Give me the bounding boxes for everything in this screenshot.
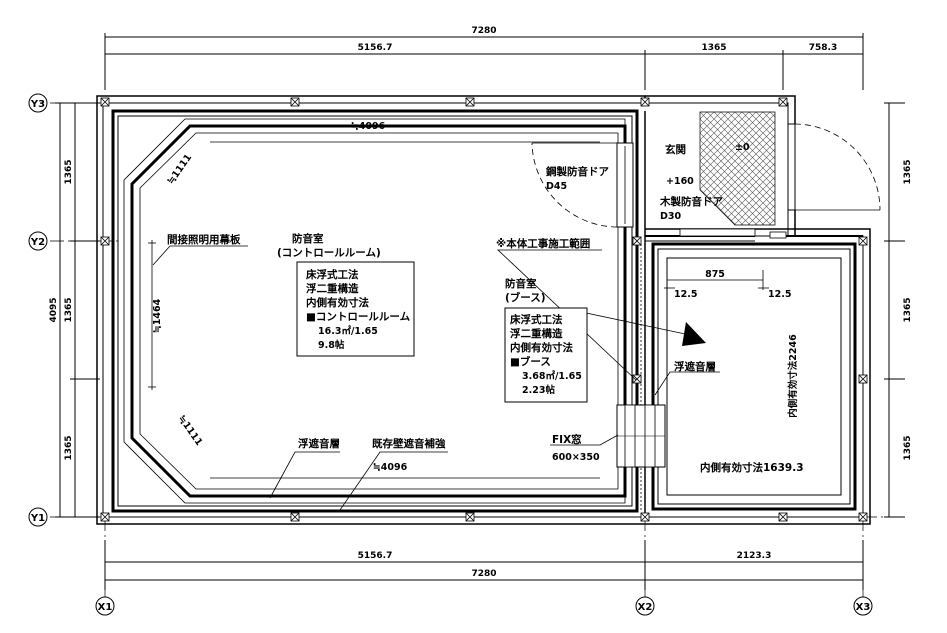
dim-bottom-right: 2123.3 [737,551,772,561]
diag-top-label: ≒1111 [165,152,194,186]
entrance-step-hatch [699,111,776,226]
booth-inner-width: 内側有効寸法1639.3 [700,461,804,474]
entrance-plus: +160 [666,176,694,187]
steel-door [531,142,634,228]
dim-right-1: 1365 [903,159,913,184]
grid-y1 [28,507,48,527]
dim-right-2: 1365 [903,297,913,322]
control-spec-4: ■コントロールルーム [306,311,411,323]
scope-note-label: ※本体工事施工範囲 [496,237,590,250]
fix-window-label: FIX窓 [552,433,582,446]
dim-left-total: 4095 [49,297,59,322]
control-spec-3: 内側有効寸法 [306,296,369,309]
dim-right-3: 1365 [903,435,913,460]
fix-window [616,404,666,468]
column-markers [100,97,868,522]
dim-top-left: 5156.7 [358,43,393,53]
dim-bottom-total: 7280 [471,569,496,579]
control-room-subtitle: (コントロールルーム) [277,247,381,259]
steel-door-rating: D45 [546,181,567,192]
dim-top-mid: 1365 [701,43,726,53]
left-height-label: ≒1464 [152,298,163,333]
booth-title: 防音室 [505,277,537,290]
booth-spec-3: 内側有効寸法 [510,341,573,354]
indirect-light-board [123,118,627,504]
dim-left-1: 1365 [64,159,74,184]
grid-y3 [28,93,48,113]
entrance-name: 玄関 [665,143,686,156]
booth-inner-height: 内側有効寸法2246 [787,334,799,418]
booth-dim-12-5-left: 12.5 [674,289,697,300]
control-spec-2: 浮二重構造 [306,282,359,295]
control-floating-layer-label: 浮遮音層 [298,437,340,450]
booth-spec-5: 3.68㎡/1.65 [522,370,582,382]
grid-label-x1: X1 [98,602,113,613]
control-spec-5: 16.3㎡/1.65 [318,325,378,337]
arrow-head-icon [682,322,706,346]
booth-spec-6: 2.23帖 [522,384,555,396]
indirect-light-label: 間接照明用幕板 [167,233,241,246]
top-width-label: ≒4096 [351,121,386,132]
wood-door-label: 木製防音ドア [659,195,723,208]
control-spec-6: 9.8帖 [318,339,345,351]
grid-label-y2: Y2 [30,237,45,248]
grid-y2 [28,231,48,251]
booth-subtitle: (ブース) [505,291,546,304]
bottom-width-label: ≒4096 [373,462,408,473]
grid-label-x3: X3 [856,602,871,613]
control-room-spec-box [296,261,415,357]
grid-x1 [95,596,115,616]
fix-window-size: 600×350 [552,452,600,463]
grid-label-y1: Y1 [30,513,45,524]
booth-dim-lines [664,270,769,290]
control-room-title: 防音室 [292,232,324,245]
booth-dim-875: 875 [705,269,725,280]
booth-spec-box [504,307,588,403]
grid-x3 [853,596,873,616]
wood-door [679,123,881,239]
control-spec-1: 床浮式工法 [306,268,359,281]
dim-left-3: 1365 [64,435,74,460]
booth-dim-12-5-right: 12.5 [768,289,791,300]
grid-markers [28,93,873,616]
entrance-level: ±0 [735,142,750,153]
dim-top-total: 7280 [471,26,496,36]
booth-spec-1: 床浮式工法 [510,313,563,326]
diag-bottom-label: ≒1111 [176,413,205,447]
booth-spec-2: 浮二重構造 [510,327,563,340]
wood-door-rating: D30 [660,211,681,222]
booth-spec-4: ■ブース [510,355,551,368]
steel-door-label: 鋼製防音ドア [545,165,609,178]
grid-x2 [635,596,655,616]
wall-reinforce-label: 既存壁遮音補強 [372,437,446,450]
dim-top-right: 758.3 [809,43,837,53]
grid-label-y3: Y3 [30,99,45,110]
grid-label-x2: X2 [638,602,653,613]
dim-bottom-left: 5156.7 [358,551,393,561]
booth-floating-layer-label: 浮遮音層 [674,360,716,373]
dim-left-2: 1365 [64,297,74,322]
leader-lines [152,245,720,511]
